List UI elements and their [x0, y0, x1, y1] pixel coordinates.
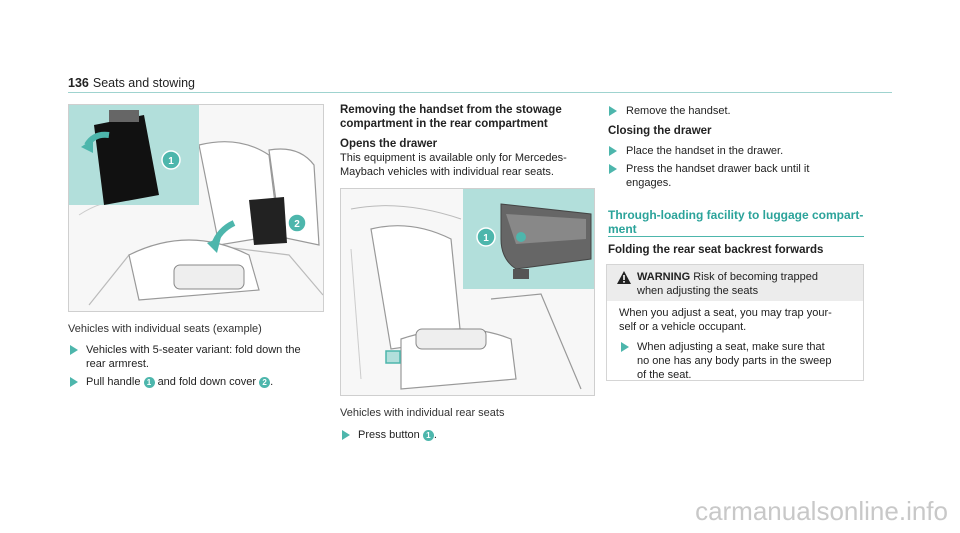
figure-rear-seats: 1 2: [68, 104, 324, 312]
callout-1: 1: [168, 156, 174, 167]
header-rule: [68, 92, 892, 93]
section-rule: [608, 236, 864, 237]
callout-badge-1: 1: [422, 429, 434, 441]
subheading-opens-drawer: Opens the drawer: [340, 138, 438, 150]
warning-header: [607, 265, 863, 301]
section-heading-through-loading: Through-loading facility to luggage comp…: [608, 208, 864, 236]
step-arrow-icon: [609, 146, 617, 156]
handset-drawer-illustration: 1: [341, 189, 594, 395]
figure-handset-drawer: 1: [340, 188, 595, 396]
subheading-folding-backrest: Folding the rear seat backrest forwards: [608, 244, 824, 256]
step-arrow-icon: [621, 342, 629, 352]
step-place-handset: Place the handset in the drawer.: [626, 145, 784, 157]
figure-2-caption: Vehicles with individual rear seats: [340, 407, 505, 419]
section-heading-removing-handset: Removing the handset from the stowage co…: [340, 104, 562, 130]
warning-box: WARNING Risk of becoming trapped when ad…: [606, 264, 864, 381]
step-arrow-icon: [70, 345, 78, 355]
step-arrow-icon: [609, 106, 617, 116]
step-pull-handle: Pull handle 1 and fold down cover 2.: [86, 376, 274, 388]
subheading-closing-drawer: Closing the drawer: [608, 125, 712, 137]
warning-body: When you adjust a seat, you may trap you…: [619, 307, 832, 333]
callout-2: 2: [294, 219, 300, 230]
chapter-title: Seats and stowing: [92, 76, 196, 90]
callout-1: 1: [483, 233, 489, 244]
step-arrow-icon: [70, 377, 78, 387]
warning-title: WARNING Risk of becoming trapped when ad…: [637, 271, 818, 297]
step-press-drawer-back: Press the handset drawer back until it e…: [626, 163, 810, 189]
callout-badge-2: 2: [259, 376, 271, 388]
callout-badge-1: 1: [143, 376, 155, 388]
footer-watermark: carmanualsonline.info: [695, 496, 948, 526]
page-number: 136: [68, 76, 89, 90]
figure-1-caption: Vehicles with individual seats (example): [68, 323, 262, 335]
warning-step: When adjusting a seat, make sure that no…: [637, 341, 832, 381]
step-remove-handset: Remove the handset.: [626, 105, 731, 117]
warning-label: WARNING: [637, 271, 691, 283]
step-arrow-icon: [609, 164, 617, 174]
warning-triangle-icon: [617, 271, 631, 284]
paragraph-equipment-note: This equipment is available only for Mer…: [340, 152, 567, 178]
step-press-button: Press button 1.: [358, 429, 437, 441]
step-arrow-icon: [342, 430, 350, 440]
rear-seats-illustration: 1 2: [69, 105, 323, 311]
step-fold-armrest: Vehicles with 5-seater variant: fold dow…: [86, 344, 301, 370]
